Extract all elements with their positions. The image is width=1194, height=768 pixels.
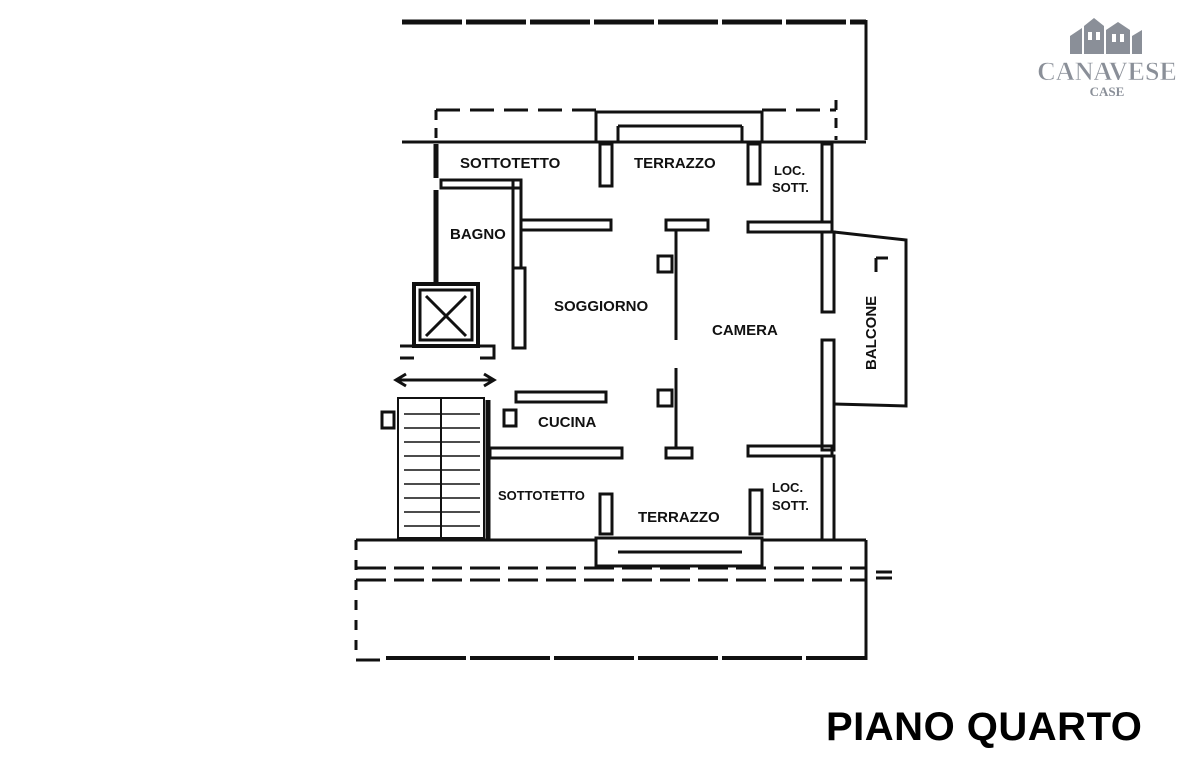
room-label-balcone: BALCONE [863, 296, 880, 370]
room-label-terrazzo-bottom: TERRAZZO [638, 509, 720, 526]
room-label-camera: CAMERA [712, 322, 778, 339]
room-label-sott-bottom: SOTT. [772, 498, 809, 513]
room-label-cucina: CUCINA [538, 414, 596, 431]
room-label-terrazzo-top: TERRAZZO [634, 155, 716, 172]
room-label-sott-top: SOTT. [772, 180, 809, 195]
canavese-case-logo: CANAVESE CASE [1037, 18, 1177, 99]
room-label-bagno: BAGNO [450, 226, 506, 243]
floor-title: PIANO QUARTO [826, 705, 1143, 749]
room-label-sottotetto-top: SOTTOTETTO [460, 155, 561, 172]
logo-name: CANAVESE [1037, 57, 1177, 86]
room-label-sottotetto-bottom: SOTTOTETTO [498, 488, 585, 503]
room-label-loc-bottom: LOC. [772, 480, 803, 495]
room-label-soggiorno: SOGGIORNO [554, 298, 649, 315]
logo-sub: CASE [1090, 84, 1125, 99]
room-label-loc-top: LOC. [774, 163, 805, 178]
